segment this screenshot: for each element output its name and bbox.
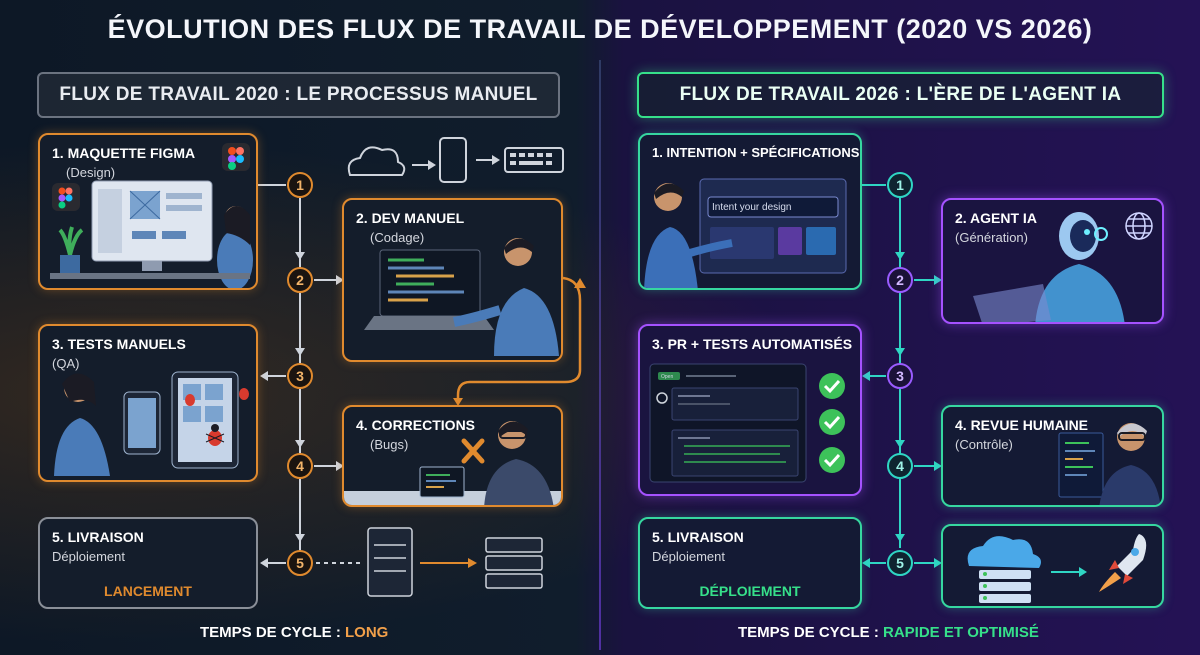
left-step-1-sub: (Design)	[66, 165, 116, 180]
left-footer: TEMPS DE CYCLE : LONG	[200, 624, 388, 641]
cloud-icon	[347, 146, 406, 176]
right-step-number-4: 4	[887, 453, 913, 479]
manual-testing-illustration	[54, 371, 249, 476]
intent-illustration	[644, 178, 847, 288]
right-footer-label: TEMPS DE CYCLE :	[738, 624, 884, 641]
right-step-number-5: 5	[887, 550, 913, 576]
right-step-2-sub: (Génération)	[955, 230, 1028, 245]
right-footer: TEMPS DE CYCLE : RAPIDE ET OPTIMISÉ	[738, 624, 1039, 641]
left-step-1-title: 1. MAQUETTE FIGMA	[52, 145, 196, 161]
right-step-5-title: 5. LIVRAISON	[652, 529, 744, 545]
left-launch-tag: LANCEMENT	[104, 583, 192, 599]
left-step-number-5: 5	[287, 550, 313, 576]
right-header: FLUX DE TRAVAIL 2026 : L'ÈRE DE L'AGENT …	[637, 72, 1164, 118]
left-step-number-2: 2	[287, 267, 313, 293]
cloud-server-icon	[967, 536, 1041, 603]
left-step-4-card: 4. CORRECTIONS (Bugs)	[342, 405, 563, 507]
server-rack-icon	[485, 537, 543, 589]
robot-icon	[1035, 212, 1125, 322]
right-step-2-card: 2. AGENT IA (Génération)	[941, 198, 1164, 324]
cloud-rocket-illustration	[967, 534, 1147, 603]
right-step-1-title: 1. INTENTION + SPÉCIFICATIONS	[652, 145, 860, 160]
cloud-deploy-card	[941, 524, 1164, 608]
left-step-3-title: 3. TESTS MANUELS	[52, 336, 186, 352]
left-footer-label: TEMPS DE CYCLE :	[200, 624, 346, 641]
intent-input[interactable]: Intent your design	[712, 202, 792, 213]
left-step-4-sub: (Bugs)	[370, 437, 409, 452]
left-step-2-card: 2. DEV MANUEL (Codage)	[342, 198, 563, 362]
left-step-5-card: 5. LIVRAISON Déploiement LANCEMENT	[38, 517, 258, 609]
left-step-number-3: 3	[287, 363, 313, 389]
center-divider	[599, 60, 601, 650]
right-step-number-1: 1	[887, 172, 913, 198]
server-icon	[367, 527, 413, 597]
left-step-3-sub: (QA)	[52, 356, 80, 371]
right-footer-value: RAPIDE ET OPTIMISÉ	[883, 624, 1039, 641]
left-step-2-sub: (Codage)	[370, 230, 425, 245]
right-step-4-title: 4. REVUE HUMAINE	[955, 417, 1089, 433]
phone-icon	[439, 137, 467, 183]
left-step-5-title: 5. LIVRAISON	[52, 529, 144, 545]
right-step-4-card: 4. REVUE HUMAINE (Contrôle)	[941, 405, 1164, 507]
right-step-number-2: 2	[887, 267, 913, 293]
right-step-2-title: 2. AGENT IA	[955, 210, 1037, 226]
rocket-icon	[1099, 534, 1147, 592]
bug-icon	[205, 424, 225, 446]
right-step-4-sub: (Contrôle)	[955, 437, 1013, 452]
right-step-3-card: 3. PR + TESTS AUTOMATISÉS Open	[638, 324, 862, 496]
left-step-number-4: 4	[287, 453, 313, 479]
right-deploy-tag: DÉPLOIEMENT	[699, 583, 801, 599]
figma-design-illustration	[50, 143, 253, 288]
right-step-3-title: 3. PR + TESTS AUTOMATISÉS	[652, 336, 853, 352]
left-step-4-title: 4. CORRECTIONS	[356, 417, 476, 433]
left-step-5-sub: Déploiement	[52, 549, 125, 564]
left-footer-value: LONG	[345, 624, 389, 641]
globe-icon	[1125, 212, 1153, 240]
right-step-5-sub: Déploiement	[652, 549, 725, 564]
corrections-illustration	[344, 421, 561, 505]
left-header: FLUX DE TRAVAIL 2020 : LE PROCESSUS MANU…	[37, 72, 560, 118]
left-step-1-card: 1. MAQUETTE FIGMA (Design)	[38, 133, 258, 290]
left-step-number-1: 1	[287, 172, 313, 198]
right-step-number-3: 3	[887, 363, 913, 389]
svg-text:Open: Open	[661, 374, 673, 380]
right-step-1-card: 1. INTENTION + SPÉCIFICATIONS Intent you…	[638, 133, 862, 290]
coding-illustration	[364, 238, 559, 356]
keyboard-icon	[504, 147, 564, 173]
ai-agent-illustration	[973, 212, 1153, 322]
figma-icon	[222, 143, 250, 171]
right-step-5-card: 5. LIVRAISON Déploiement DÉPLOIEMENT	[638, 517, 862, 609]
wrench-icon	[461, 438, 485, 464]
page-title: ÉVOLUTION DES FLUX DE TRAVAIL DE DÉVELOP…	[107, 14, 1093, 44]
github-icon	[656, 392, 668, 404]
human-review-illustration	[1058, 423, 1161, 505]
left-step-3-card: 3. TESTS MANUELS (QA)	[38, 324, 258, 482]
check-icon	[819, 373, 845, 399]
left-arrowheads	[260, 252, 344, 568]
pr-tests-illustration: Open	[649, 363, 845, 483]
left-step-2-title: 2. DEV MANUEL	[356, 210, 465, 226]
